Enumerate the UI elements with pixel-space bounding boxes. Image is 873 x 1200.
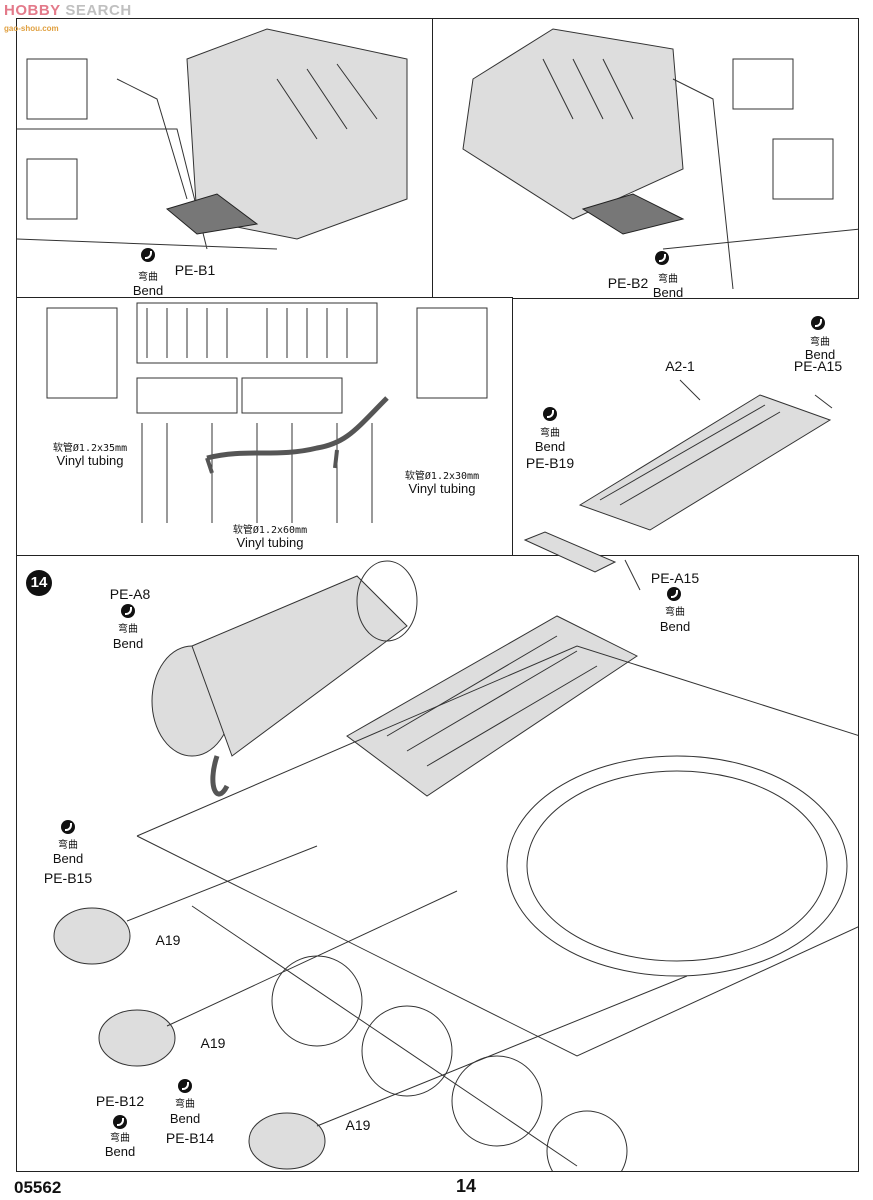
hull-front-right-drawing — [462, 28, 858, 290]
bend-label-en: Bend — [112, 636, 144, 651]
hull-front-left-drawing — [17, 28, 408, 250]
bend-label-en: Bend — [652, 285, 684, 300]
page-number: 14 — [456, 1176, 477, 1196]
part-pe-b19: PE-B19 — [525, 455, 575, 471]
watermark-site: gao-shou.com — [4, 24, 59, 33]
tubing-35-cn: 软管Ø1.2x35mm — [52, 443, 128, 454]
part-pe-b12: PE-B12 — [95, 1093, 145, 1109]
hull-top-drawing — [53, 560, 858, 1171]
watermark-logo: HOBBY SEARCH — [4, 2, 132, 19]
bend-icon — [655, 251, 669, 265]
bend-icon — [667, 587, 681, 601]
panel-step-14 — [16, 555, 859, 1172]
bend-label-en: Bend — [52, 851, 84, 866]
part-pe-a8: PE-A8 — [109, 586, 151, 602]
bend-icon — [543, 407, 557, 421]
bend-icon — [61, 820, 75, 834]
bend-label-cn: 弯曲 — [58, 840, 78, 851]
tubing-60-cn: 软管Ø1.2x60mm — [232, 525, 308, 536]
panel-pe-b1 — [16, 18, 434, 299]
part-pe-a15-top: PE-A15 — [793, 358, 843, 374]
tubing-30-cn: 软管Ø1.2x30mm — [404, 471, 480, 482]
hull-rear-drawing — [46, 302, 488, 523]
part-pe-b2: PE-B2 — [607, 275, 649, 291]
bend-label-en: Bend — [104, 1144, 136, 1159]
part-pe-b1: PE-B1 — [174, 262, 216, 278]
bend-label-cn: 弯曲 — [810, 337, 830, 348]
bend-label-cn: 弯曲 — [138, 272, 158, 283]
bend-label-cn: 弯曲 — [118, 624, 138, 635]
panel-pe-b2 — [432, 18, 859, 299]
bend-icon — [121, 604, 135, 618]
part-a19: A19 — [200, 1035, 226, 1051]
part-pe-a15-bottom: PE-A15 — [650, 570, 700, 586]
bend-label-cn: 弯曲 — [110, 1133, 130, 1144]
bend-icon — [141, 248, 155, 262]
bend-label-cn: 弯曲 — [540, 428, 560, 439]
tubing-30-en: Vinyl tubing — [408, 481, 476, 496]
bend-label-cn: 弯曲 — [658, 274, 678, 285]
bend-label-cn: 弯曲 — [175, 1099, 195, 1110]
bend-label-en: Bend — [132, 283, 164, 298]
panel-vinyl-tubing: 软管Ø1.2x35mm Vinyl tubing 软管Ø1.2x30mm Vin… — [16, 297, 513, 557]
bend-icon — [113, 1115, 127, 1129]
tubing-35-en: Vinyl tubing — [56, 453, 124, 468]
bend-label-en: Bend — [804, 347, 836, 362]
bend-icon — [178, 1079, 192, 1093]
bend-label-en: Bend — [659, 619, 691, 634]
part-a19: A19 — [155, 932, 181, 948]
part-pe-b15: PE-B15 — [43, 870, 93, 886]
bend-label-en: Bend — [534, 439, 566, 454]
tubing-60-en: Vinyl tubing — [236, 535, 304, 550]
bend-label-cn: 弯曲 — [665, 607, 685, 618]
part-a19: A19 — [345, 1117, 371, 1133]
bend-label-en: Bend — [169, 1111, 201, 1126]
part-a2-1: A2-1 — [665, 358, 695, 374]
bend-icon — [811, 316, 825, 330]
kit-code: 05562 — [14, 1178, 62, 1197]
step-number-badge: 14 — [26, 570, 52, 596]
part-pe-b14: PE-B14 — [165, 1130, 215, 1146]
